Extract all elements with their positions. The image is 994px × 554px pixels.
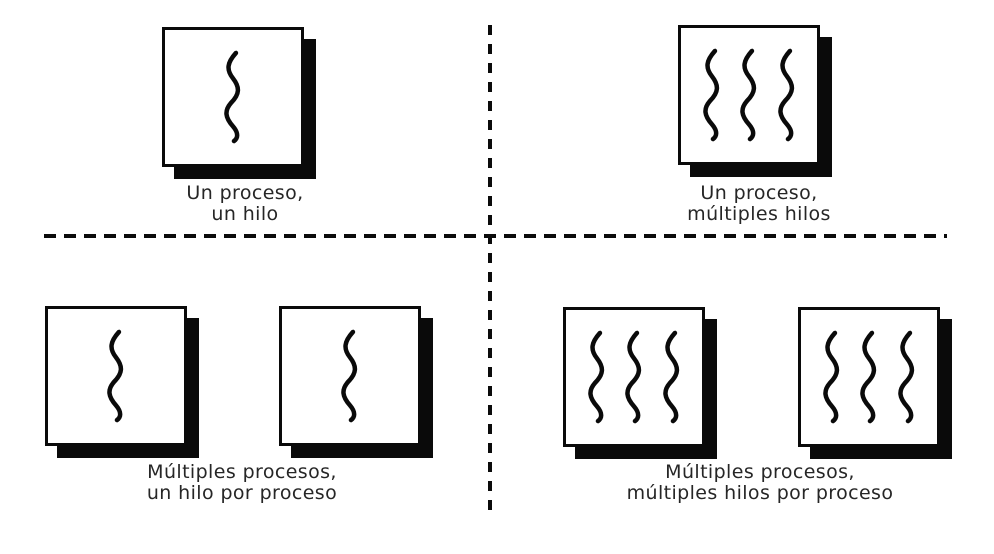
process-box xyxy=(678,25,820,165)
thread-icon xyxy=(702,48,719,142)
horizontal-dashed-divider xyxy=(44,234,947,238)
caption-line-2: múltiples hilos por proceso xyxy=(626,482,894,504)
thread-icon xyxy=(897,330,914,424)
process-box-row xyxy=(162,27,304,167)
process-box xyxy=(563,307,705,447)
thread-icon xyxy=(107,329,124,423)
caption-line-1: Múltiples procesos, xyxy=(147,461,337,483)
caption-line-2: múltiples hilos xyxy=(687,203,831,225)
process-box xyxy=(798,307,940,447)
vertical-dashed-divider xyxy=(488,25,492,511)
caption-line-1: Un proceso, xyxy=(700,182,818,204)
process-box-row xyxy=(563,307,940,447)
caption: Un proceso, un hilo xyxy=(95,183,395,225)
process-box xyxy=(279,306,421,446)
process-box-row xyxy=(45,306,421,446)
thread-icon xyxy=(662,330,679,424)
caption: Múltiples procesos, un hilo por proceso xyxy=(92,462,392,504)
thread-icon xyxy=(587,330,604,424)
caption: Un proceso, múltiples hilos xyxy=(609,183,909,225)
process-box xyxy=(162,27,304,167)
thread-icon xyxy=(777,48,794,142)
thread-icon xyxy=(860,330,877,424)
caption-line-2: un hilo por proceso xyxy=(146,482,338,504)
thread-icon xyxy=(740,48,757,142)
caption: Múltiples procesos, múltiples hilos por … xyxy=(610,462,910,504)
thread-icon xyxy=(341,329,358,423)
caption-line-2: un hilo xyxy=(211,203,279,225)
caption-line-1: Múltiples procesos, xyxy=(665,461,855,483)
thread-icon xyxy=(625,330,642,424)
thread-icon xyxy=(224,50,241,144)
process-box-row xyxy=(678,25,820,165)
caption-line-1: Un proceso, xyxy=(186,182,304,204)
process-box xyxy=(45,306,187,446)
thread-icon xyxy=(822,330,839,424)
